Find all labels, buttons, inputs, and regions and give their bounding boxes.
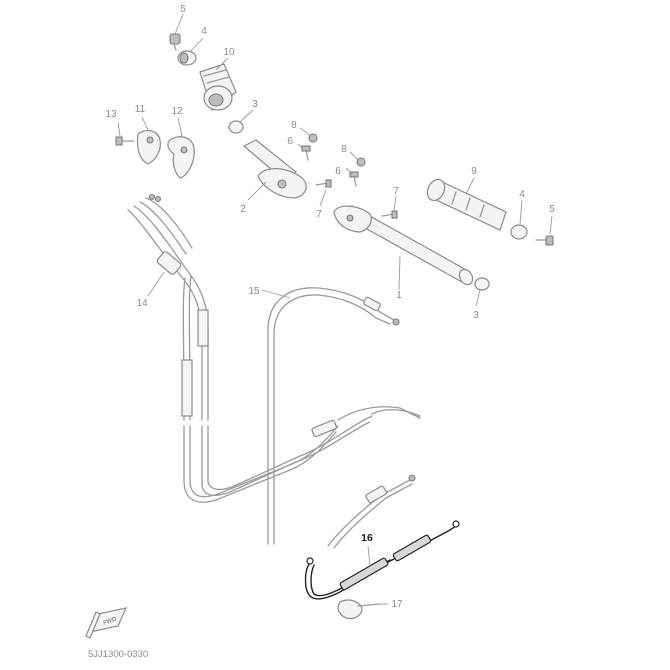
callout-4-right: 4 — [519, 189, 525, 200]
callout-17: 17 — [391, 599, 403, 610]
callout-5-top: 5 — [180, 4, 186, 15]
callout-2: 2 — [240, 204, 246, 215]
part-12-bracket[interactable] — [167, 136, 195, 179]
drawing-code: 5JJ1300-0330 — [88, 649, 148, 660]
callout-16: 16 — [361, 532, 373, 544]
part-3-cap-right[interactable] — [474, 277, 490, 291]
cable-end-right[interactable] — [327, 474, 416, 549]
part-14-throttle-cables[interactable] — [127, 193, 421, 503]
callout-10: 10 — [223, 47, 235, 58]
callout-12: 12 — [171, 106, 183, 117]
part-17-clip[interactable] — [337, 599, 381, 620]
part-10-grip-top[interactable] — [199, 63, 237, 111]
callout-14: 14 — [136, 298, 148, 309]
callout-7-a: 7 — [316, 209, 322, 220]
callout-labels: 5 4 10 3 13 11 12 8 6 8 6 2 7 7 9 4 5 1 … — [105, 4, 555, 610]
fwd-arrow-icon: FWD — [85, 607, 128, 639]
part-8-screw-b[interactable] — [356, 157, 366, 167]
part-11-bracket[interactable] — [136, 130, 161, 165]
fwd-label: FWD — [102, 616, 118, 627]
part-6-screw-a[interactable] — [301, 145, 311, 161]
callout-4-top: 4 — [201, 26, 207, 37]
part-5-screw-right[interactable] — [535, 235, 554, 246]
callout-15: 15 — [248, 286, 260, 297]
callout-7-b: 7 — [393, 186, 399, 197]
callout-1: 1 — [396, 290, 402, 301]
callout-3-right: 3 — [473, 310, 479, 321]
callout-13: 13 — [105, 109, 117, 120]
part-7-screw-b[interactable] — [381, 210, 398, 219]
callout-5-right: 5 — [549, 204, 555, 215]
callout-6-a: 6 — [287, 136, 293, 147]
part-9-grip-right[interactable] — [424, 177, 507, 231]
part-1-handlebar[interactable] — [333, 205, 475, 287]
part-13-bolt[interactable] — [115, 136, 135, 146]
part-6-screw-b[interactable] — [349, 171, 359, 187]
part-7-screw-a[interactable] — [315, 179, 332, 188]
leader-lines — [117, 13, 553, 605]
callout-6-b: 6 — [335, 166, 341, 177]
callout-8-b: 8 — [341, 144, 347, 155]
part-2-throttle-housing[interactable] — [242, 139, 307, 199]
part-5-screw-top[interactable] — [169, 33, 181, 51]
part-3-cap-top[interactable] — [228, 120, 244, 134]
callout-11: 11 — [135, 104, 146, 115]
callout-3-top: 3 — [252, 99, 258, 110]
part-4-weight-top[interactable] — [177, 50, 197, 66]
part-16-cable-highlighted[interactable] — [304, 520, 460, 600]
callout-8-a: 8 — [291, 120, 297, 131]
callout-9: 9 — [471, 166, 477, 177]
part-4-weight-right[interactable] — [510, 224, 528, 240]
part-15-cable-loop[interactable] — [267, 287, 400, 545]
